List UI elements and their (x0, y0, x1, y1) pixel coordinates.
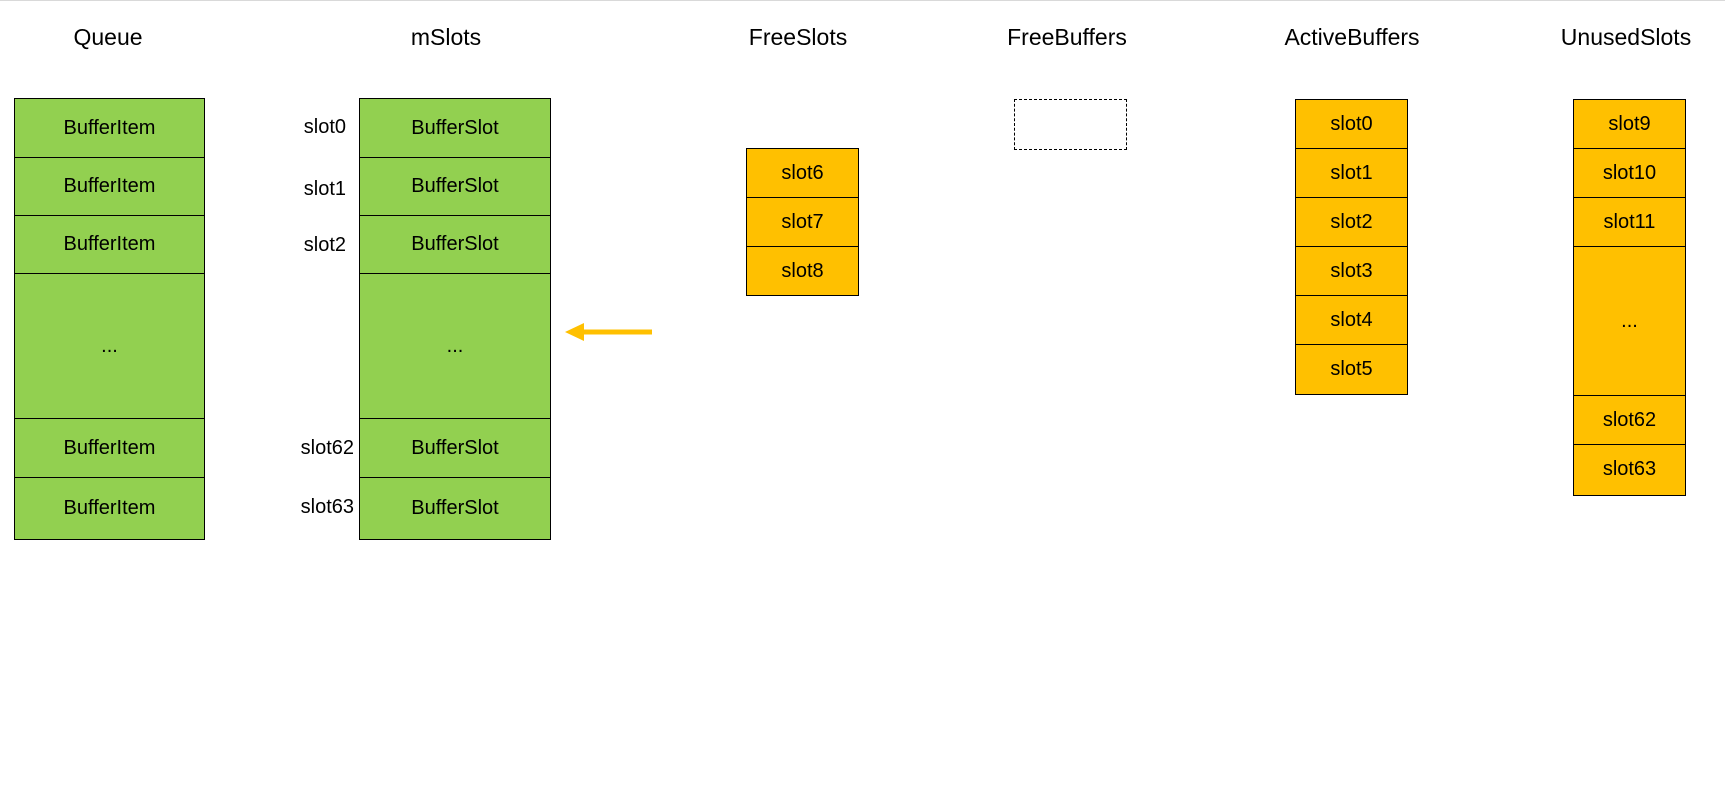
mslots-title: mSlots (410, 24, 482, 50)
free-slot-cell: slot6 (747, 149, 858, 198)
active-buffer-cell: slot0 (1296, 100, 1407, 149)
free-slot-cell: slot8 (781, 259, 824, 282)
queue-ellipsis: ... (15, 274, 204, 419)
mslot-label: slot1 (303, 178, 346, 200)
queue-stack: BufferItem BufferItem BufferItem ... Buf… (14, 98, 205, 540)
free-slots-title: FreeSlots (748, 24, 848, 50)
active-buffers-title: ActiveBuffers (1284, 24, 1420, 50)
queue-item: BufferItem (15, 419, 204, 478)
queue-item: BufferItem (15, 99, 204, 158)
active-buffer-cell: slot3 (1296, 247, 1407, 296)
unused-slot-cell: slot10 (1574, 149, 1685, 198)
mslot-cell: BufferSlot (360, 158, 550, 216)
active-buffers-stack: slot0 slot1 slot2 slot3 slot4 slot5 (1295, 99, 1408, 395)
queue-title: Queue (73, 24, 143, 50)
unused-slot-cell: slot9 (1574, 100, 1685, 149)
mslot-label: slot0 (303, 116, 346, 138)
mslot-ellipsis: ... (360, 274, 550, 419)
queue-item: BufferItem (15, 216, 204, 274)
queue-item: BufferItem (15, 158, 204, 216)
unused-slots-title: UnusedSlots (1560, 24, 1692, 50)
mslot-label: slot62 (300, 437, 354, 459)
queue-item: BufferItem (63, 496, 156, 519)
unused-slot-ellipsis: ... (1574, 247, 1685, 396)
active-buffer-cell: slot4 (1296, 296, 1407, 345)
free-slots-stack: slot6 slot7 slot8 (746, 148, 859, 296)
mslot-cell: BufferSlot (360, 216, 550, 274)
unused-slot-cell: slot62 (1574, 396, 1685, 445)
unused-slot-cell: slot11 (1574, 198, 1685, 247)
free-buffers-title: FreeBuffers (1007, 24, 1127, 50)
active-buffer-cell: slot2 (1296, 198, 1407, 247)
unused-slots-stack: slot9 slot10 slot11 ... slot62 slot63 (1573, 99, 1686, 496)
mslot-label: slot2 (303, 234, 346, 256)
mslot-cell: BufferSlot (360, 419, 550, 478)
free-buffers-empty-box (1014, 99, 1127, 150)
active-buffer-cell: slot5 (1330, 357, 1373, 380)
top-border-line (0, 0, 1725, 1)
mslots-stack: BufferSlot BufferSlot BufferSlot ... Buf… (359, 98, 551, 540)
free-slot-cell: slot7 (747, 198, 858, 247)
unused-slot-cell: slot63 (1602, 458, 1657, 480)
active-buffer-cell: slot1 (1296, 149, 1407, 198)
mslot-label: slot63 (300, 496, 354, 518)
mslot-cell: BufferSlot (360, 99, 550, 158)
mslot-cell: BufferSlot (411, 496, 499, 519)
